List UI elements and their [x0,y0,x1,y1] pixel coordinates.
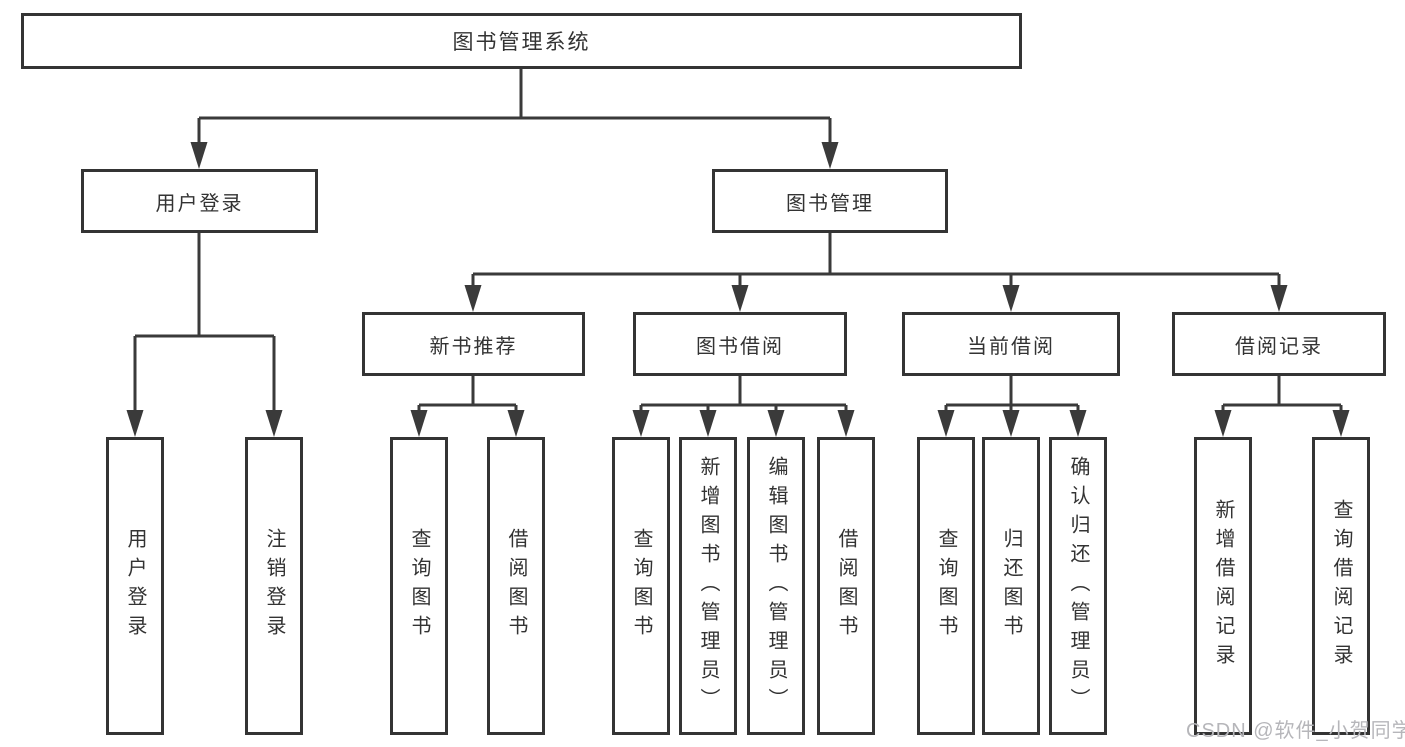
node-library-management-system: 图书管理系统 [21,13,1022,69]
connector-current-borrow-to-leaves [937,376,1087,437]
node-new-book-recommend: 新书推荐 [362,312,585,376]
csdn-watermark: CSDN @软件_小贺同学 [1186,720,1405,742]
leaf-add-borrow-record: 新增借阅记录 [1194,437,1252,735]
node-book-management: 图书管理 [712,169,948,233]
leaf-borrow-book-recommend: 借阅图书 [487,437,545,735]
leaf-return-book: 归还图书 [982,437,1040,735]
leaf-user-login: 用户登录 [106,437,164,735]
node-borrow-record: 借阅记录 [1172,312,1386,376]
leaf-query-borrow-record: 查询借阅记录 [1312,437,1370,735]
connector-new-book-to-leaves [410,376,525,437]
leaf-confirm-return-admin: 确认归还（管理员） [1049,437,1107,735]
leaf-logout-login: 注销登录 [245,437,303,735]
connector-book-borrow-to-leaves [632,376,855,437]
leaf-borrow-book: 借阅图书 [817,437,875,735]
connector-root-to-level2 [190,69,839,169]
connector-book-manage-to-level3 [464,233,1288,312]
node-book-borrow: 图书借阅 [633,312,847,376]
connector-borrow-record-to-leaves [1214,376,1350,437]
leaf-query-book-borrow: 查询图书 [612,437,670,735]
node-current-borrow: 当前借阅 [902,312,1120,376]
leaf-query-book-recommend: 查询图书 [390,437,448,735]
leaf-add-book-admin: 新增图书（管理员） [679,437,737,735]
connector-user-login-to-leaves [126,233,283,437]
node-user-login: 用户登录 [81,169,318,233]
leaf-query-book-current: 查询图书 [917,437,975,735]
leaf-edit-book-admin: 编辑图书（管理员） [747,437,805,735]
